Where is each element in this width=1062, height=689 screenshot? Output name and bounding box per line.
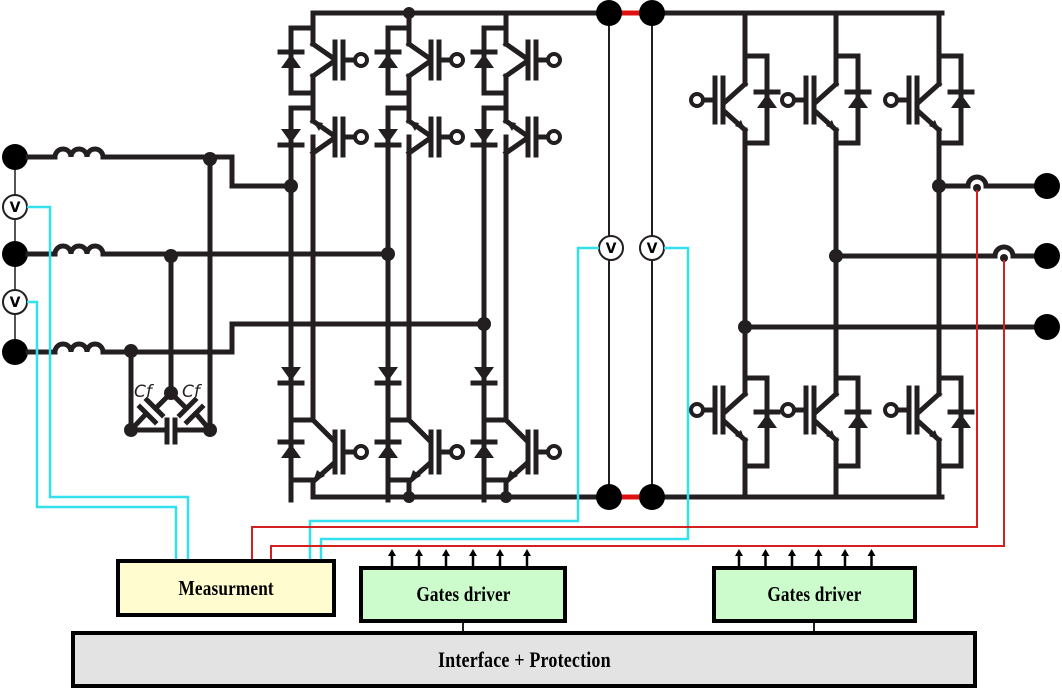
measurement-label: Measurment: [178, 575, 274, 600]
svg-text:V: V: [10, 200, 21, 216]
gates-driver-right-label: Gates driver: [767, 582, 862, 606]
igbt-icon: [309, 416, 369, 500]
dc-voltmeter-1: V: [598, 235, 624, 261]
diode-icon: [280, 52, 302, 68]
output-terminal-c[interactable]: [1034, 314, 1060, 340]
input-section: Cf Cf V V: [2, 144, 487, 445]
output-terminal-a[interactable]: [1034, 173, 1060, 199]
input-terminal-a[interactable]: [2, 144, 28, 170]
diode-icon: [377, 367, 399, 383]
igbt-icon: [409, 32, 463, 88]
inverter-leg-2: [782, 10, 869, 500]
voltage-sense-wiring: [27, 205, 690, 559]
igbt-icon: [885, 380, 939, 440]
gate-arrows-right: [735, 549, 876, 566]
igbt-icon: [691, 380, 745, 440]
input-voltmeter-bc: V: [2, 289, 28, 315]
diode-icon: [756, 412, 778, 428]
gate-arrows-left: [388, 549, 531, 566]
igbt-icon: [782, 70, 836, 130]
igbt-icon: [405, 416, 465, 500]
dc-node-top-right: [639, 0, 665, 26]
igbt-icon: [506, 32, 560, 88]
gate-signal-arrow: [814, 549, 823, 566]
igbt-icon: [885, 70, 939, 130]
measurement-block[interactable]: Measurment: [116, 559, 336, 617]
dc-node-bottom-left: [596, 484, 622, 510]
cf-label-right: Cf: [182, 382, 203, 402]
rectifier-leg-1: [280, 10, 369, 503]
input-voltmeter-ab: V: [2, 194, 28, 220]
gate-signal-arrow: [388, 549, 396, 566]
gate-signal-arrow: [442, 549, 450, 566]
diode-icon: [473, 129, 495, 145]
gate-signal-arrow: [867, 549, 876, 566]
svg-text:V: V: [606, 241, 617, 257]
dc-voltmeter-2: V: [639, 235, 665, 261]
gates-driver-left-block[interactable]: Gates driver: [359, 566, 567, 623]
diode-icon: [847, 412, 869, 428]
cf-label-left: Cf: [134, 382, 155, 402]
svg-text:V: V: [10, 295, 21, 311]
diode-icon: [280, 367, 302, 383]
gate-signal-arrow: [735, 549, 743, 566]
dc-node-top-left: [596, 0, 622, 26]
diode-icon: [950, 412, 972, 428]
gate-signal-arrow: [469, 549, 477, 566]
igbt-icon: [313, 32, 367, 88]
gate-signal-arrow: [788, 549, 796, 566]
current-sense-wiring: [251, 190, 1005, 559]
diode-icon: [756, 92, 778, 108]
inverter-leg-1: [691, 10, 778, 500]
inverter-leg-3: [885, 10, 972, 500]
inductor-a: [25, 146, 235, 160]
rectifier-leg-2: [377, 10, 465, 503]
input-terminal-c[interactable]: [2, 339, 28, 365]
gate-signal-arrow: [761, 549, 770, 566]
svg-text:V: V: [647, 241, 658, 257]
gate-signal-arrow: [496, 549, 504, 566]
output-terminal-b[interactable]: [1034, 243, 1060, 269]
interface-protection-label: Interface + Protection: [437, 646, 611, 672]
dc-node-bottom-right: [639, 484, 665, 510]
gate-signal-arrow: [415, 549, 423, 566]
igbt-icon: [782, 380, 836, 440]
gate-signal-arrow: [841, 549, 849, 566]
diode-icon: [950, 92, 972, 108]
diode-icon: [377, 52, 399, 68]
gate-signal-arrow: [523, 549, 531, 566]
igbt-icon: [502, 90, 562, 158]
inverter-bridge: [738, 173, 1060, 340]
gates-driver-left-label: Gates driver: [415, 582, 511, 606]
igbt-icon: [309, 90, 369, 158]
filter-capacitors: Cf Cf: [127, 382, 214, 445]
diode-icon: [847, 92, 869, 108]
dc-link: V V: [596, 0, 945, 510]
input-terminal-b[interactable]: [2, 241, 28, 267]
diode-icon: [280, 129, 302, 145]
igbt-icon: [405, 90, 465, 158]
gates-driver-right-block[interactable]: Gates driver: [712, 566, 917, 623]
rectifier-leg-3: [473, 10, 562, 503]
diode-icon: [473, 52, 495, 68]
diode-icon: [377, 129, 399, 145]
igbt-icon: [691, 70, 745, 130]
interface-protection-block[interactable]: Interface + Protection: [71, 631, 977, 688]
diode-icon: [473, 367, 495, 383]
igbt-icon: [502, 416, 562, 500]
